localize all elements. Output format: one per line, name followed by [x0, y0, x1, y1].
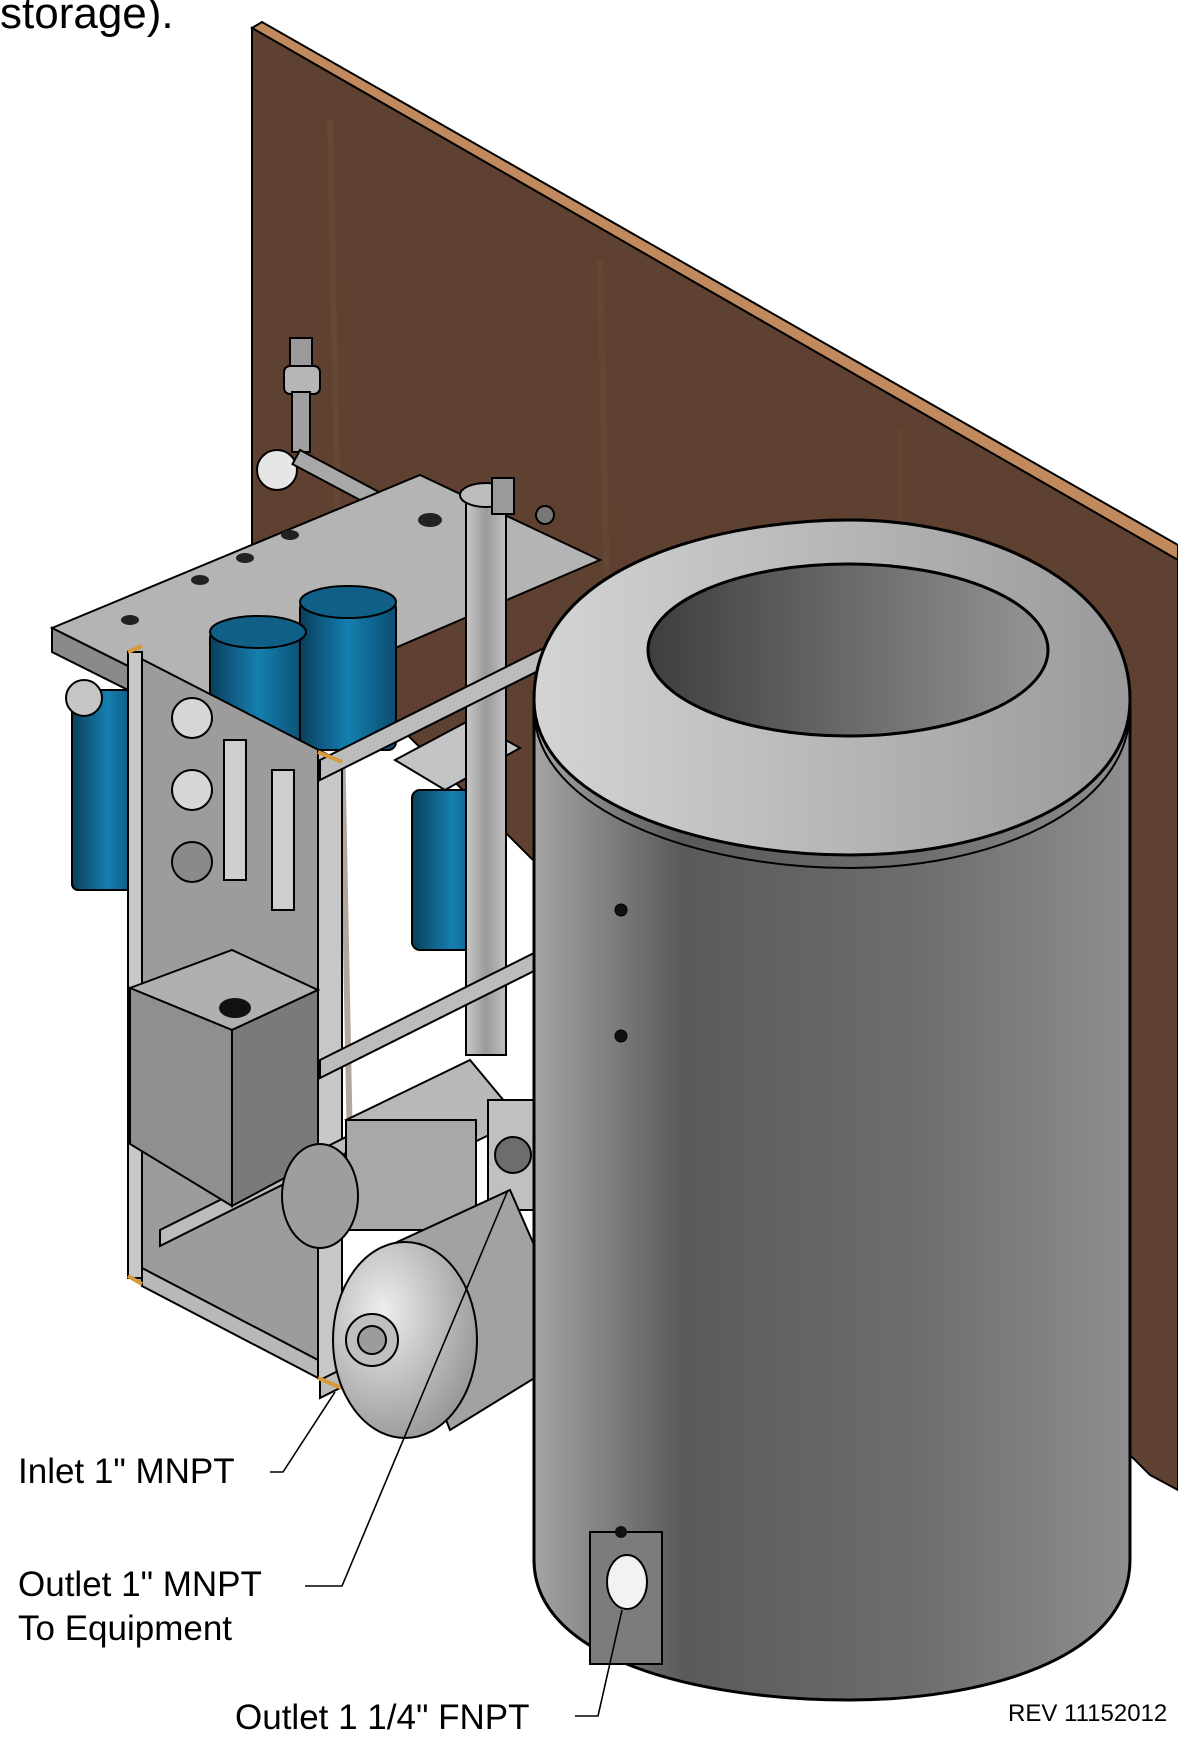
outlet-fnpt-callout: Outlet 1 1/4" FNPT — [235, 1698, 530, 1737]
outlet-equipment-callout: Outlet 1" MNPT To Equipment — [18, 1563, 262, 1651]
expansion-tank — [332, 1188, 582, 1439]
revision-label: REV 11152012 — [1008, 1700, 1168, 1727]
outlet-fnpt-leader-line — [575, 1609, 623, 1717]
outlet-port-icon — [606, 1554, 648, 1610]
outlet-equipment-leader-line — [305, 1189, 509, 1587]
top-caption: storage). — [0, 0, 174, 38]
pressure-gauge-icon — [256, 449, 298, 491]
gauge-icon — [171, 841, 213, 883]
tank-opening — [646, 562, 1050, 738]
control-box — [127, 948, 321, 1208]
flowmeter-icon — [271, 769, 295, 911]
gauge-icon — [171, 697, 213, 739]
pump-motor — [281, 1058, 539, 1249]
knob-icon — [219, 998, 251, 1018]
inlet-callout: Inlet 1" MNPT — [18, 1452, 235, 1491]
outlet-equipment-line2: To Equipment — [18, 1609, 233, 1648]
control-panel — [171, 697, 295, 911]
storage-tank — [532, 518, 1132, 1702]
gauge-icon — [171, 769, 213, 811]
inlet-leader-line — [270, 1391, 336, 1473]
membrane-housing — [459, 477, 555, 1056]
flowmeter-icon — [223, 739, 247, 881]
outlet-port-plate — [589, 1531, 663, 1665]
outlet-equipment-line1: Outlet 1" MNPT — [18, 1565, 262, 1604]
callout-leaders — [270, 1189, 623, 1717]
